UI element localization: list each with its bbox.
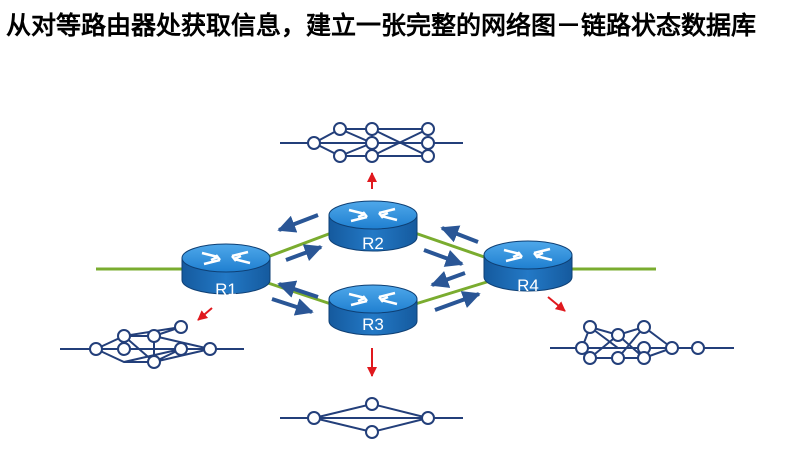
arrow-r1-to-db <box>197 307 213 321</box>
arrow-r4-to-db <box>547 296 566 312</box>
topology-graph-left <box>60 320 244 369</box>
link-r1-r3 <box>261 279 335 307</box>
links <box>96 230 656 307</box>
arrow-r4-to-r2 <box>440 225 479 244</box>
arrow-r1-to-r3 <box>271 297 314 316</box>
router-label: R4 <box>517 276 539 295</box>
link-r1-r2 <box>261 230 335 261</box>
router-r4: R4 <box>483 240 573 295</box>
lsdb-arrows <box>197 172 566 377</box>
router-label: R1 <box>215 280 237 299</box>
topology-graph-top <box>280 122 463 163</box>
arrow-r2-to-r4 <box>423 248 464 267</box>
link-r2-r4 <box>411 230 491 261</box>
router-label: R3 <box>362 315 384 334</box>
topology-graph-right <box>550 320 734 365</box>
arrow-r3-to-r1 <box>277 280 319 299</box>
arrow-r4-to-r3 <box>430 271 466 288</box>
router-r2: R2 <box>328 200 418 253</box>
arrow-r3-to-r4 <box>434 291 481 312</box>
arrow-r2-to-r1 <box>277 213 319 233</box>
topology-graph-bottom <box>280 397 463 439</box>
router-r3: R3 <box>328 284 418 336</box>
router-label: R2 <box>362 234 384 253</box>
router-r1: R1 <box>181 243 271 299</box>
slide-title: 从对等路由器处获取信息，建立一张完整的网络图－链路状态数据库 <box>6 11 757 40</box>
arrow-r1-to-r2 <box>285 244 323 262</box>
link-r3-r4 <box>411 279 491 307</box>
lsa-arrows <box>271 213 481 316</box>
